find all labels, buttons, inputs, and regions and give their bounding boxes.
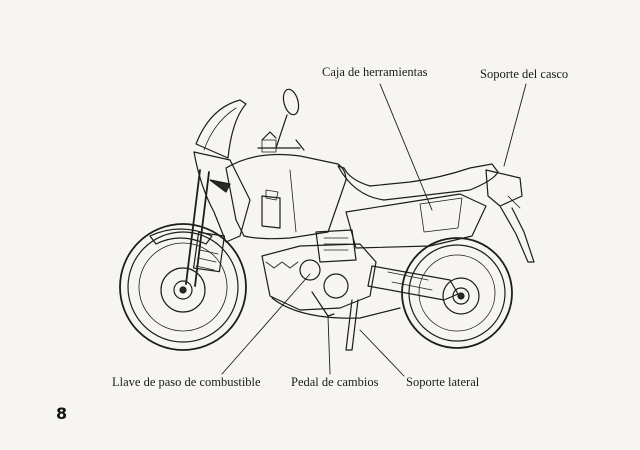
helmet-holder-label: Soporte del casco [480,67,569,81]
tool-box-label: Caja de herramientas [322,65,428,79]
side-stand-label: Soporte lateral [406,375,480,389]
gear-pedal-drawing [311,291,335,317]
swingarm [367,265,459,301]
page-number: 8 [56,404,68,423]
tail-section [485,169,523,207]
seat [337,163,499,201]
gearshift-pedal-label: Pedal de cambios [291,375,379,389]
exhaust [271,297,401,319]
handlebar [257,131,305,151]
windscreen [195,99,247,159]
front-fender [149,228,213,245]
front-fairing [193,151,251,243]
fuel-valve-label: Llave de paso de combustible [112,375,261,389]
side-stand-drawing [345,299,359,351]
front-wheel [119,223,247,351]
rear-wheel [401,237,513,349]
side-cover [345,193,487,249]
fuel-tank [225,153,347,240]
mirror [275,88,300,149]
leader-lines [221,83,527,377]
engine [261,229,377,311]
front-fork [185,169,225,287]
